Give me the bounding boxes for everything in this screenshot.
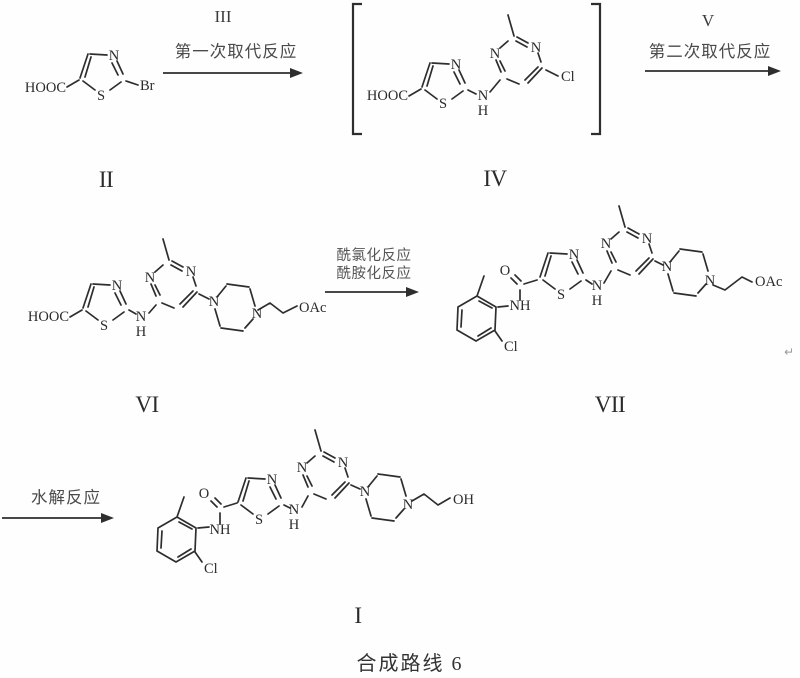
atom-label-n: N: [360, 484, 371, 500]
atom-label-cl: Cl: [561, 69, 575, 85]
bond-lines: [456, 205, 753, 342]
atom-label-h: H: [592, 293, 603, 309]
atom-label-n: N: [186, 264, 197, 280]
atom-label-n: N: [662, 259, 673, 275]
compound-label-VI: VI: [135, 392, 158, 417]
structure-VII: Cl NH O N S N H N N N N OAc VII: [456, 205, 782, 417]
step1-arrow: III 第一次取代反应: [163, 7, 303, 78]
atom-label-oac: OAc: [299, 300, 326, 316]
right-bracket: [591, 2, 602, 136]
bond-lines: [69, 238, 298, 332]
structure-IV: HOOC N S N H N N Cl IV: [351, 2, 602, 191]
atom-label-nh: NH: [210, 522, 231, 538]
step3-reaction-label-1: 酰氯化反应: [337, 246, 412, 264]
compound-label-I: I: [354, 603, 361, 628]
atom-label-n: N: [601, 236, 612, 252]
atom-label-n: N: [252, 306, 263, 322]
step3-reaction-label-2: 酰胺化反应: [337, 264, 412, 282]
atom-label-hooc: HOOC: [367, 88, 408, 104]
atom-label-oac: OAc: [755, 274, 782, 290]
scheme-caption: 合成路线 6: [357, 652, 464, 675]
step4-arrow: 水解反应: [2, 488, 114, 523]
atom-label-o: O: [199, 486, 209, 502]
arrow-head-icon: [406, 287, 419, 297]
atom-label-n: N: [478, 88, 489, 104]
atom-label-hooc: HOOC: [25, 80, 66, 96]
atom-label-h: H: [478, 103, 489, 119]
atom-label-n: N: [490, 46, 501, 62]
step1-reagent: III: [215, 7, 232, 26]
left-bracket: [351, 2, 362, 136]
atom-label-n: N: [209, 294, 220, 310]
atom-label-n: N: [451, 57, 462, 73]
atom-label-s: S: [100, 318, 108, 334]
compound-label-IV: IV: [483, 166, 507, 191]
atom-label-n: N: [297, 460, 308, 476]
arrow-head-icon: [768, 66, 781, 76]
bond-lines: [66, 53, 139, 91]
atom-label-n: N: [338, 455, 349, 471]
step3-arrow: 酰氯化反应 酰胺化反应: [325, 246, 419, 297]
atom-label-o: O: [500, 263, 510, 279]
compound-label-II: II: [99, 167, 113, 192]
return-mark: ↵: [784, 345, 794, 359]
atom-label-n: N: [592, 278, 603, 294]
atom-label-h: H: [136, 324, 147, 340]
atom-label-nh: NH: [510, 298, 531, 314]
step2-arrow: V 第二次取代反应: [645, 11, 781, 76]
bond-lines: [408, 14, 559, 100]
structure-II: HOOC N S Br II: [25, 48, 155, 192]
atom-label-n: N: [531, 40, 542, 56]
compound-label-VII: VII: [595, 392, 625, 417]
atom-label-n: N: [267, 472, 278, 488]
bond-lines: [156, 429, 451, 563]
atom-label-cl: Cl: [204, 561, 218, 577]
atom-label-n: N: [642, 231, 653, 247]
atom-label-oh: OH: [453, 492, 474, 508]
atom-label-s: S: [439, 96, 447, 112]
structure-I: Cl NH O N S N H N N N N OH I: [156, 429, 474, 628]
atom-label-n: N: [289, 502, 300, 518]
step2-reagent: V: [702, 11, 715, 30]
arrow-head-icon: [290, 68, 303, 78]
atom-label-br: Br: [140, 78, 155, 94]
structure-VI: HOOC N S N H N N N N OAc VI: [28, 238, 326, 417]
atom-label-s: S: [557, 287, 565, 303]
atom-label-s: S: [255, 512, 263, 528]
atom-label-n: N: [403, 497, 414, 513]
arrow-head-icon: [101, 513, 114, 523]
atom-label-s: S: [97, 88, 105, 104]
step2-reaction-label: 第二次取代反应: [649, 42, 772, 61]
atom-label-n: N: [569, 247, 580, 263]
atom-label-n: N: [136, 309, 147, 325]
atom-label-n: N: [109, 48, 120, 64]
atom-label-cl: Cl: [504, 339, 518, 355]
step4-reaction-label: 水解反应: [31, 488, 101, 507]
step1-reaction-label: 第一次取代反应: [175, 42, 298, 61]
atom-label-hooc: HOOC: [28, 309, 69, 325]
atom-label-h: H: [289, 517, 300, 533]
atom-label-n: N: [112, 278, 123, 294]
atom-label-n: N: [705, 273, 716, 289]
atom-label-n: N: [145, 270, 156, 286]
